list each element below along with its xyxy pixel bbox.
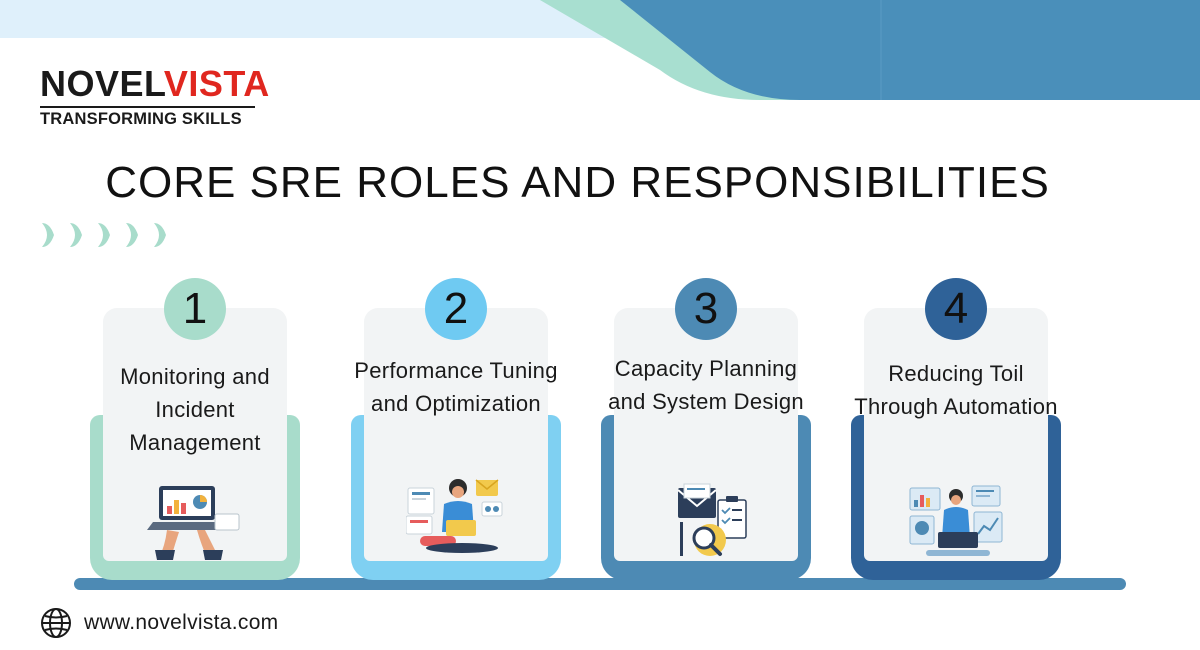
brand-logo: NOVELVISTA TRANSFORMING SKILLS <box>40 66 269 130</box>
step-number-badge: 2 <box>425 278 487 340</box>
card-panel: 2 Performance Tuning and Optimization <box>354 278 557 561</box>
step-card-4: 4 Reducing Toil Through Automation <box>851 278 1061 580</box>
website-link[interactable]: www.novelvista.com <box>84 611 279 634</box>
step-card-1: 1 Monitoring and Incident Management <box>90 278 300 580</box>
card-panel: 3 Capacity Planning and System Design <box>608 278 804 561</box>
step-label: Reducing Toil Through Automation <box>854 361 1058 419</box>
timeline-track <box>74 578 1126 590</box>
step-card-2: 2 Performance Tuning and Optimization <box>351 278 561 580</box>
step-label: Performance Tuning and Optimization <box>354 358 558 416</box>
logo-part-vista: VISTA <box>163 63 270 104</box>
automation-dashboard-icon <box>909 485 1003 556</box>
step-label: Monitoring and Incident Management <box>120 364 270 455</box>
step-card-3: 3 Capacity Planning and System Design <box>601 278 811 580</box>
card-panel: 1 Monitoring and Incident Management <box>103 278 287 561</box>
step-number-badge: 1 <box>164 278 226 340</box>
logo-tagline: TRANSFORMING SKILLS <box>40 110 242 128</box>
footer: www.novelvista.com <box>40 606 278 640</box>
logo-divider <box>40 106 255 108</box>
logo-part-novel: NOVEL <box>40 63 164 104</box>
chevron-decoration-icon <box>42 223 166 247</box>
logo-wordmark: NOVELVISTA <box>40 66 270 102</box>
page-title: CORE SRE ROLES AND RESPONSIBILITIES <box>105 158 1050 207</box>
person-with-documents-icon <box>406 479 503 553</box>
card-panel: 4 Reducing Toil Through Automation <box>854 278 1057 561</box>
laptop-analytics-icon <box>147 486 240 560</box>
step-label: Capacity Planning and System Design <box>608 356 804 414</box>
step-number-badge: 3 <box>675 278 737 340</box>
globe-icon <box>41 608 71 638</box>
email-checklist-search-icon <box>677 483 747 556</box>
step-number-badge: 4 <box>925 278 987 340</box>
header-decorative-shapes <box>540 0 1200 100</box>
